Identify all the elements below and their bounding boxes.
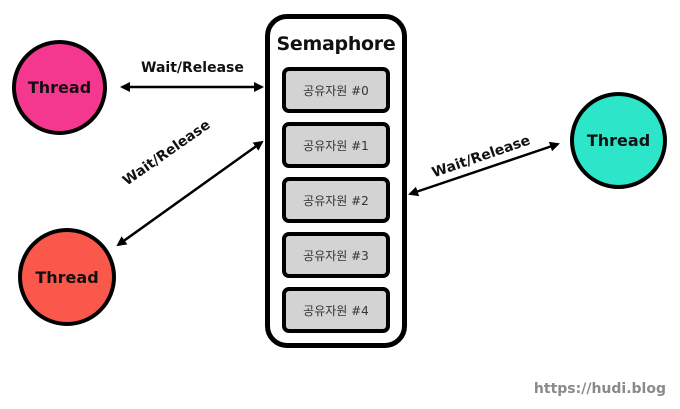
arrow-semaphore-thread-3 bbox=[408, 141, 560, 197]
shared-resource-2-label: 공유자원 #2 bbox=[303, 193, 369, 208]
arrow-1-label: Wait/Release bbox=[141, 60, 244, 76]
thread-1: Thread bbox=[12, 40, 107, 135]
thread-1-label: Thread bbox=[27, 78, 92, 97]
shared-resource-2: 공유자원 #2 bbox=[282, 177, 390, 223]
thread-3: Thread bbox=[570, 92, 667, 189]
shared-resource-1: 공유자원 #1 bbox=[282, 122, 390, 168]
shared-resource-0-label: 공유자원 #0 bbox=[303, 83, 369, 98]
semaphore-title: Semaphore bbox=[276, 33, 396, 55]
arrow-thread-2-semaphore bbox=[116, 140, 264, 247]
shared-resource-3-label: 공유자원 #3 bbox=[303, 248, 369, 263]
shared-resource-4: 공유자원 #4 bbox=[282, 287, 390, 333]
thread-3-label: Thread bbox=[586, 131, 651, 150]
shared-resource-3: 공유자원 #3 bbox=[282, 232, 390, 278]
thread-2-label: Thread bbox=[35, 267, 99, 287]
shared-resource-4-label: 공유자원 #4 bbox=[303, 303, 369, 318]
shared-resource-1-label: 공유자원 #1 bbox=[303, 138, 369, 153]
shared-resource-0: 공유자원 #0 bbox=[282, 67, 390, 113]
thread-2: Thread bbox=[18, 228, 116, 326]
semaphore-box: Semaphore 공유자원 #0 공유자원 #1 공유자원 #2 공유자원 #… bbox=[265, 14, 407, 348]
watermark: https://hudi.blog bbox=[533, 381, 666, 397]
